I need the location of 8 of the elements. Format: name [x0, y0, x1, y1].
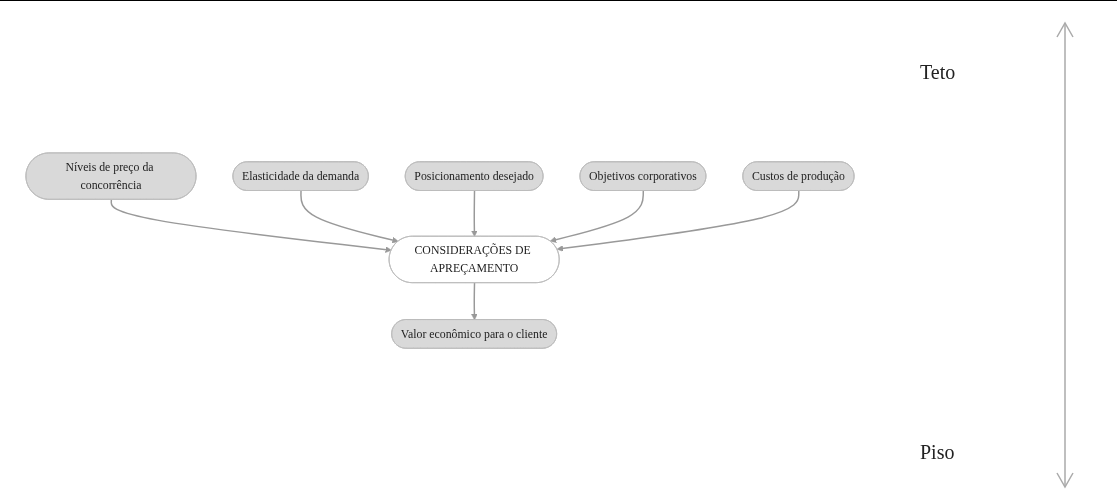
arrow	[556, 190, 800, 253]
arrow	[110, 199, 392, 254]
arrow	[471, 190, 478, 238]
scale-label: Teto	[920, 61, 956, 84]
scale-label: Piso	[920, 441, 955, 464]
arrow	[300, 190, 399, 244]
arrow	[471, 282, 478, 321]
arrow	[549, 190, 645, 244]
